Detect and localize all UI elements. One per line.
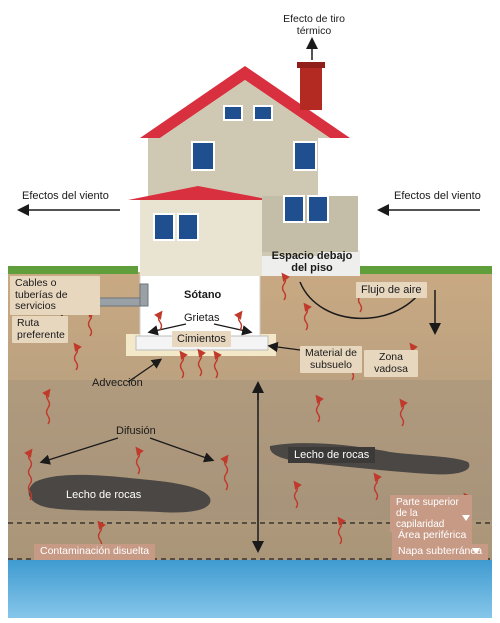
air-flow-label: Flujo de aire (356, 282, 427, 299)
vapor-arrow (315, 394, 324, 423)
window (191, 141, 215, 171)
basement-label: Sótano (184, 289, 222, 301)
window (153, 213, 175, 241)
down-triangle-icon (466, 545, 480, 557)
foundation-label: Cimientos (172, 331, 231, 348)
vapor-arrow (73, 342, 82, 371)
utility-pipe-riser (139, 283, 149, 307)
water-table-layer (8, 560, 492, 618)
pointer-crack-left (147, 323, 187, 336)
air-flow-curve (299, 281, 427, 320)
pointer-advection (127, 358, 163, 383)
side-roof (128, 186, 272, 200)
grass-right (358, 266, 492, 274)
vapor-arrow (293, 480, 302, 509)
pointer-diffusion-right (149, 437, 215, 463)
window (177, 213, 199, 241)
pointer-diffusion-left (39, 437, 119, 465)
vapor-arrow (303, 302, 312, 331)
window (283, 195, 305, 223)
vapor-arrow (135, 446, 144, 475)
vapor-arrow (220, 454, 229, 491)
stack-effect-label: Efecto de tiro térmico (283, 13, 345, 37)
window (253, 105, 273, 121)
bedrock-left-label: Lecho de rocas (66, 489, 142, 501)
vapor-arrow (154, 310, 163, 331)
vadose-zone-label: Zona vadosa (364, 350, 418, 378)
grass-left (8, 266, 138, 274)
pointer-crack-right (213, 323, 253, 336)
preferred-path-label: Ruta preferente (12, 316, 68, 344)
bedrock-left (28, 474, 211, 513)
chimney-cap (297, 62, 325, 68)
vapor-arrow (179, 350, 188, 379)
vapor-arrow (197, 348, 206, 377)
window (293, 141, 317, 171)
cracks-label: Grietas (184, 312, 220, 324)
vapor-arrow (373, 472, 382, 501)
basement-room (139, 273, 261, 339)
window (307, 195, 329, 223)
bedrock-right-label: Lecho de rocas (288, 447, 376, 464)
wind-label-right: Efectos del viento (394, 190, 481, 202)
vapor-arrow (213, 350, 222, 379)
advection-label: Advección (92, 377, 143, 389)
water-table-label: Napa subterránea (392, 544, 489, 560)
vapor-arrow (399, 398, 408, 427)
vapor-arrow (42, 388, 51, 425)
vapor-arrow (24, 448, 33, 501)
vapor-arrow (281, 272, 290, 301)
chimney (300, 66, 322, 110)
down-triangle-icon (456, 512, 470, 524)
vapor-arrow (337, 516, 346, 545)
pointer-subslab (267, 341, 301, 353)
capillary-top-label: Parte superior de la capilaridad (390, 495, 472, 532)
diffusion-label: Difusión (116, 425, 156, 437)
vapor-arrow (87, 308, 96, 337)
subslab-material-label: Material de subsuelo (300, 346, 362, 374)
main-roof (140, 66, 350, 138)
dissolved-contamination-label: Contaminación disuelta (34, 544, 156, 560)
crawl-space-label: Espacio debajo del piso (271, 250, 353, 275)
window (223, 105, 243, 121)
vapor-arrow (234, 310, 243, 331)
utilities-label: Cables o tuberías de servicios (10, 276, 100, 315)
gable (160, 80, 330, 138)
wind-label-left: Efectos del viento (22, 190, 109, 202)
peripheral-area-label: Área periférica (392, 528, 473, 544)
